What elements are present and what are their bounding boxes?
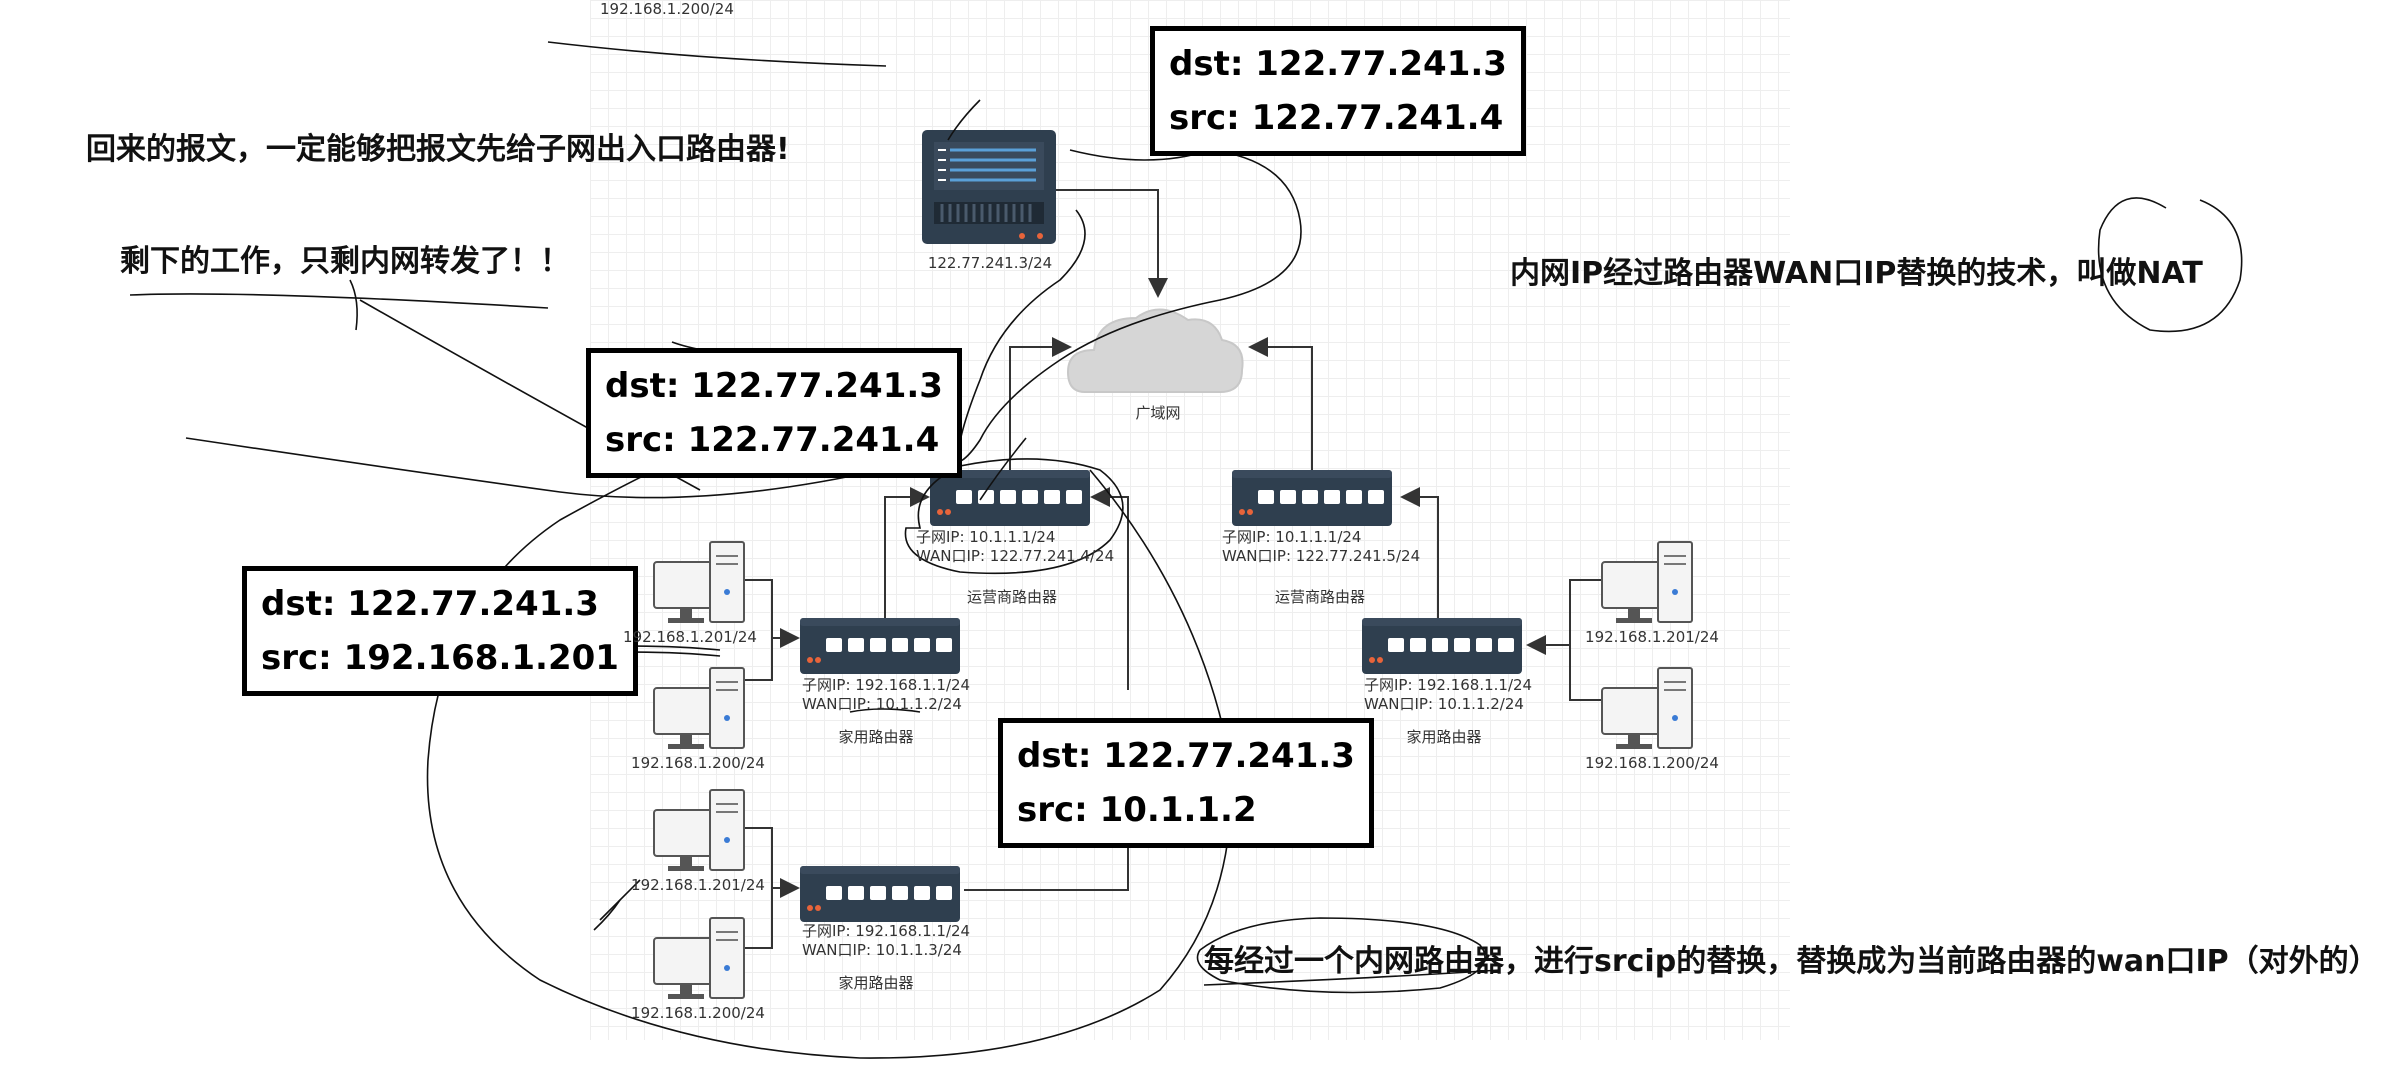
isp-router-left (930, 470, 1090, 526)
host-h4-label: 192.168.1.200/24 (631, 1004, 765, 1022)
diagram-grid-background (590, 0, 1790, 1040)
subnet-ip: 子网IP: 192.168.1.1/24 (802, 676, 971, 694)
subnet-ip: 子网IP: 192.168.1.1/24 (802, 922, 971, 940)
home-router-2 (800, 866, 960, 922)
packet-dst: dst: 122.77.241.3 (1017, 736, 1355, 776)
subnet-ip: 子网IP: 192.168.1.1/24 (1364, 676, 1533, 694)
packet-src: src: 10.1.1.2 (1017, 790, 1257, 830)
packet-dst: dst: 122.77.241.3 (261, 584, 599, 624)
server-ip-label: 122.77.241.3/24 (927, 254, 1053, 272)
isp-right-info: 子网IP: 10.1.1.1/24 WAN口IP: 122.77.241.5/2… (1222, 528, 1420, 566)
home-router-3-name: 家用路由器 (1406, 728, 1482, 746)
packet-box-host: dst: 122.77.241.3 src: 192.168.1.201 (242, 566, 638, 696)
home-router-3 (1362, 618, 1522, 674)
isp-router-right (1232, 470, 1392, 526)
host-h3-label: 192.168.1.201/24 (631, 876, 765, 894)
host-h6 (1601, 667, 1693, 750)
cloud-label: 广域网 (1135, 404, 1181, 422)
home-router-2-name: 家用路由器 (838, 974, 914, 992)
wan-ip: WAN口IP: 10.1.1.2/24 (802, 695, 962, 713)
host-h2-label: 192.168.1.200/24 (631, 754, 765, 772)
top-host-label: 192.168.1.200/24 (600, 0, 734, 18)
home-router-1-info: 子网IP: 192.168.1.1/24 WAN口IP: 10.1.1.2/24 (802, 676, 970, 714)
home-router-1-name: 家用路由器 (838, 728, 914, 746)
note-return-packet: 回来的报文，一定能够把报文先给子网出入口路由器! (86, 132, 790, 167)
wan-ip: WAN口IP: 10.1.1.3/24 (802, 941, 962, 959)
handwritten-annotations (129, 41, 2243, 1059)
packet-box-home-router: dst: 122.77.241.3 src: 10.1.1.2 (998, 718, 1374, 848)
host-h5-label: 192.168.1.201/24 (1585, 628, 1719, 646)
host-h4 (653, 917, 745, 1000)
subnet-ip: 子网IP: 10.1.1.1/24 (1222, 528, 1362, 546)
packet-src: src: 192.168.1.201 (261, 638, 619, 678)
packet-box-server: dst: 122.77.241.3 src: 122.77.241.4 (1150, 26, 1526, 156)
host-h1 (653, 541, 745, 624)
connection-lines (738, 189, 1610, 949)
note-nat-definition: 内网IP经过路由器WAN口IP替换的技术，叫做NAT (1510, 256, 2203, 291)
note-remaining-work: 剩下的工作，只剩内网转发了！！ (120, 244, 570, 279)
note-srcip-replacement: 每经过一个内网路由器，进行srcip的替换，替换成为当前路由器的wan口IP（对… (1204, 944, 2379, 979)
subnet-ip: 子网IP: 10.1.1.1/24 (916, 528, 1056, 546)
host-h3 (653, 789, 745, 872)
home-router-3-info: 子网IP: 192.168.1.1/24 WAN口IP: 10.1.1.2/24 (1364, 676, 1532, 714)
host-h2 (653, 667, 745, 750)
isp-right-name: 运营商路由器 (1274, 588, 1366, 606)
home-router-2-info: 子网IP: 192.168.1.1/24 WAN口IP: 10.1.1.3/24 (802, 922, 970, 960)
host-h6-label: 192.168.1.200/24 (1585, 754, 1719, 772)
packet-src: src: 122.77.241.4 (605, 420, 940, 460)
packet-box-isp: dst: 122.77.241.3 src: 122.77.241.4 (586, 348, 962, 478)
host-h1-label: 192.168.1.201/24 (623, 628, 757, 646)
packet-src: src: 122.77.241.4 (1169, 98, 1504, 138)
host-h5 (1601, 541, 1693, 624)
home-router-1 (800, 618, 960, 674)
wan-ip: WAN口IP: 122.77.241.4/24 (916, 547, 1115, 565)
packet-dst: dst: 122.77.241.3 (1169, 44, 1507, 84)
server (922, 130, 1056, 244)
wan-ip: WAN口IP: 10.1.1.2/24 (1364, 695, 1524, 713)
isp-left-name: 运营商路由器 (966, 588, 1058, 606)
wan-ip: WAN口IP: 122.77.241.5/24 (1222, 547, 1421, 565)
cloud-icon (1066, 308, 1244, 393)
isp-left-info: 子网IP: 10.1.1.1/24 WAN口IP: 122.77.241.4/2… (916, 528, 1114, 566)
packet-dst: dst: 122.77.241.3 (605, 366, 943, 406)
